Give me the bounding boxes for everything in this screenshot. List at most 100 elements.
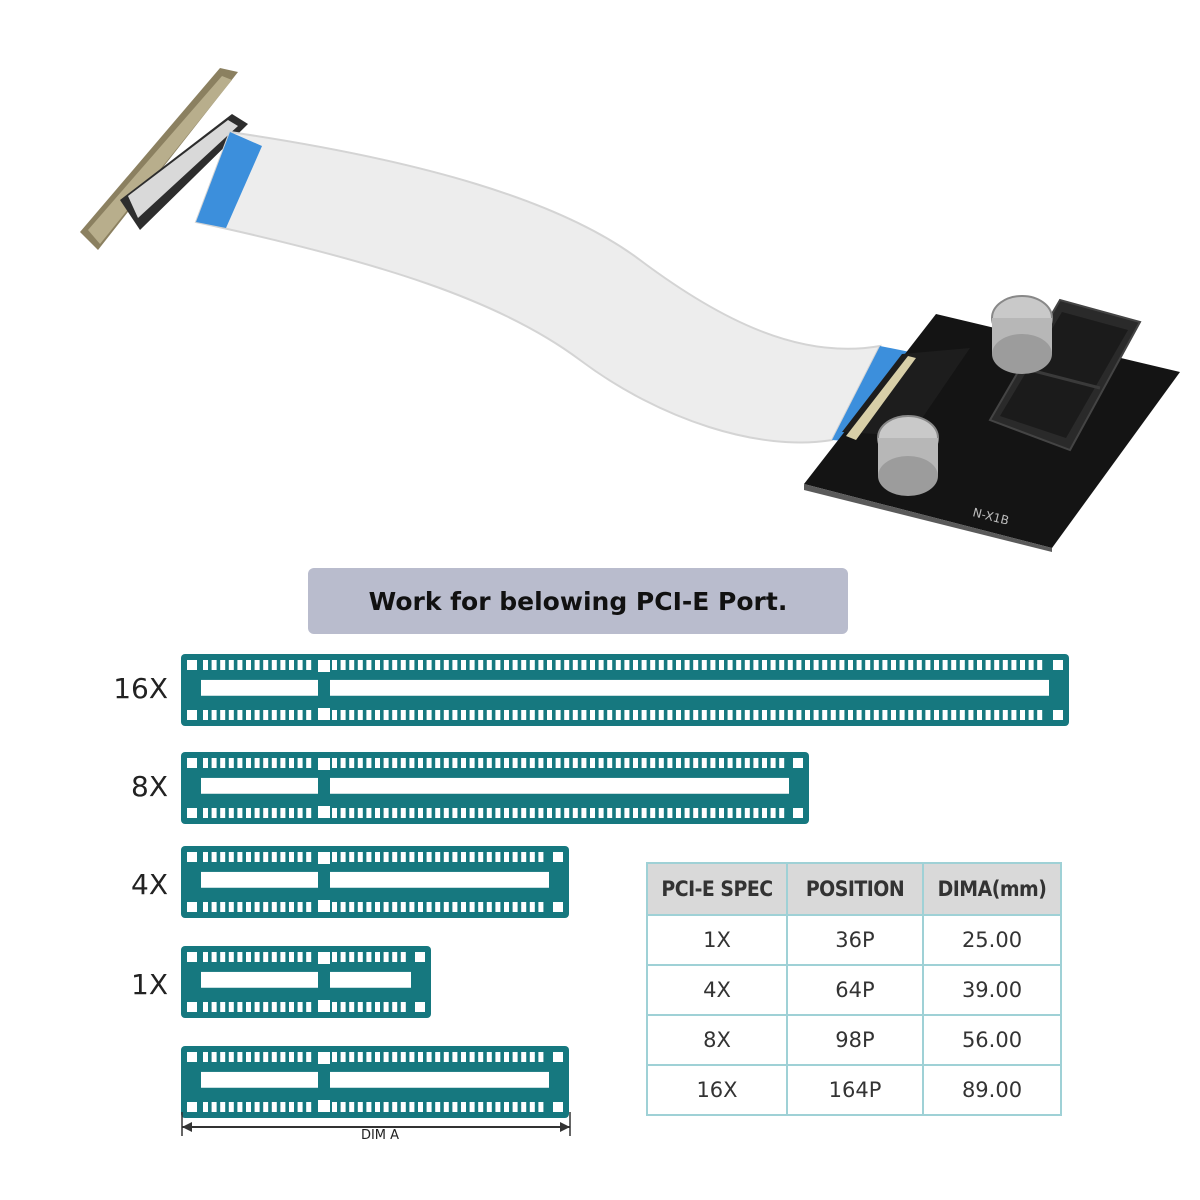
slot-pin (478, 1052, 484, 1062)
slot-pin (521, 1102, 527, 1112)
slot-pin (1020, 660, 1025, 670)
slot-pin (400, 1002, 406, 1012)
slot-pin (237, 660, 243, 670)
slot-pin (547, 758, 552, 768)
slot-pin (822, 660, 828, 670)
slot-pin (426, 758, 432, 768)
slot-pin (572, 710, 578, 720)
slot-pin (400, 902, 406, 912)
slot-pin (495, 710, 501, 720)
slot-pin (547, 660, 552, 670)
slot-pin (977, 710, 982, 720)
slot-pin (366, 1102, 372, 1112)
slot-pin (297, 1102, 303, 1112)
slot-pin (375, 808, 380, 818)
slot-pin (512, 902, 518, 912)
slot-pin (289, 852, 294, 862)
slot-pin (203, 1002, 208, 1012)
slot-pin (899, 710, 905, 720)
slot-pin (366, 660, 372, 670)
slot-pin (203, 952, 208, 962)
cell-spec: 16X (646, 1064, 788, 1116)
slot-pin (555, 710, 561, 720)
slot-channel (330, 777, 789, 794)
slot-pin (899, 660, 905, 670)
slot-pin (237, 852, 243, 862)
slot-pin (263, 758, 269, 768)
slot-pin (581, 660, 587, 670)
slot-pin (211, 852, 217, 862)
slot-pin (959, 660, 965, 670)
slot-pin (512, 1102, 518, 1112)
slot-pin (400, 710, 406, 720)
slot-pin (753, 660, 759, 670)
slot-pin (461, 710, 466, 720)
slot-pin (624, 758, 630, 768)
slot-pin (504, 1052, 509, 1062)
slot-pin (779, 660, 785, 670)
header-pcie-spec: PCI-E SPEC (646, 862, 788, 916)
slot-pin (891, 660, 896, 670)
slot-pin (461, 808, 466, 818)
slot-pin (848, 710, 853, 720)
slot-pin (246, 710, 251, 720)
slot-pin (357, 758, 363, 768)
slot-pin (357, 710, 363, 720)
slot-pin (375, 660, 380, 670)
slot-pin (263, 1052, 269, 1062)
slot-key (318, 952, 330, 964)
slot-pin (289, 952, 294, 962)
slot-pin (839, 660, 845, 670)
slot-corner (187, 710, 197, 720)
slot-pin (349, 660, 355, 670)
slot-pin (521, 758, 527, 768)
slot-pin (203, 902, 208, 912)
slot-pin (246, 808, 251, 818)
slot-pin (211, 808, 217, 818)
slot-pin (297, 758, 303, 768)
slot-pin (340, 1052, 346, 1062)
slot-pin (822, 710, 828, 720)
slot-pin (211, 660, 217, 670)
slot-pin (736, 808, 742, 818)
slot-pin (383, 1102, 389, 1112)
slot-pin (375, 1002, 380, 1012)
slot-pin (865, 710, 871, 720)
slot-pin (959, 710, 965, 720)
dimension-arrow (181, 1112, 571, 1136)
slot-pin (951, 660, 957, 670)
slot-pin (753, 710, 759, 720)
slot-pin (486, 1052, 492, 1062)
slot-pin (529, 660, 535, 670)
slot-pin (512, 758, 518, 768)
slot-pin (263, 808, 269, 818)
slot-pin (280, 1002, 286, 1012)
slot-pin (392, 1052, 398, 1062)
slot-pin (297, 902, 303, 912)
slot-pin (332, 1052, 337, 1062)
slot-16x-diagram (181, 654, 1069, 726)
cell-dima: 56.00 (922, 1014, 1062, 1066)
pcie-spec-table: PCI-E SPEC POSITION DIMA(mm) 1X 36P 25.0… (646, 862, 1062, 1116)
slot-pin (246, 902, 251, 912)
slot-pin (383, 1052, 389, 1062)
slot-pin (538, 710, 544, 720)
slot-pin (538, 1052, 544, 1062)
slot-pin (409, 758, 415, 768)
slot-pin (882, 660, 888, 670)
slot-pin (615, 758, 621, 768)
slot-pin (289, 710, 294, 720)
slot-pin (220, 1102, 226, 1112)
slot-pin (770, 660, 776, 670)
slot-pin (977, 660, 982, 670)
slot-pin (332, 808, 337, 818)
slot-pin (254, 710, 260, 720)
slot-pin (581, 710, 587, 720)
slot-pin (211, 1002, 217, 1012)
slot-pin (383, 710, 389, 720)
slot-pin (684, 710, 690, 720)
slot-pin (719, 660, 724, 670)
slot-key (318, 1052, 330, 1064)
slot-pin (332, 852, 337, 862)
slot-pin (435, 758, 441, 768)
